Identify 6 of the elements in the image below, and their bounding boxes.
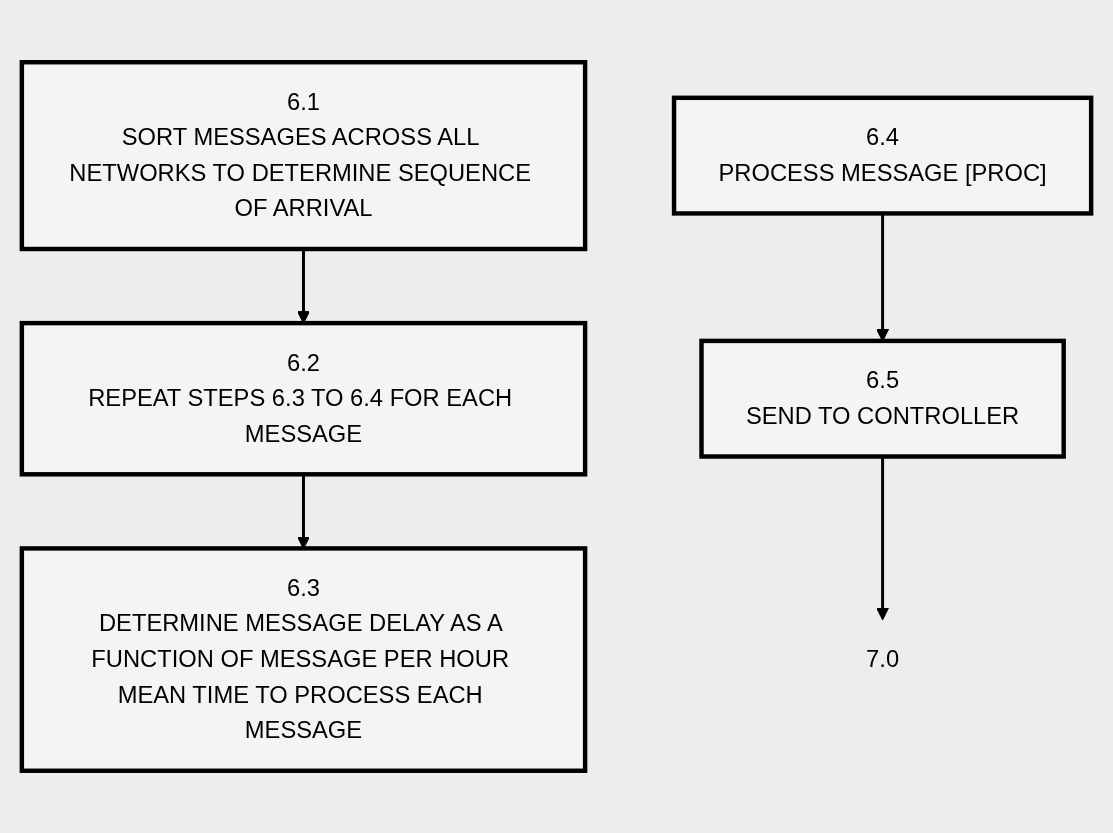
node-text: 7.0 bbox=[866, 646, 900, 672]
node-box: 6.4 PROCESS MESSAGE [PROC] bbox=[671, 95, 1094, 216]
node-box: 6.2 REPEAT STEPS 6.3 TO 6.4 FOR EACH MESSAGE bbox=[19, 320, 588, 477]
node-box: 6.5 SEND TO CONTROLLER bbox=[699, 338, 1066, 459]
node-box: 6.1 SORT MESSAGES ACROSS ALL NETWORKS TO DETERMINE SEQUENCE OF ARRIVAL bbox=[19, 60, 588, 252]
node-box: 6.3 DETERMINE MESSAGE DELAY AS A FUNCTION OF MESSAGE PER HOUR MEAN TIME TO PROCESS EACH MESSAGE bbox=[19, 546, 588, 773]
